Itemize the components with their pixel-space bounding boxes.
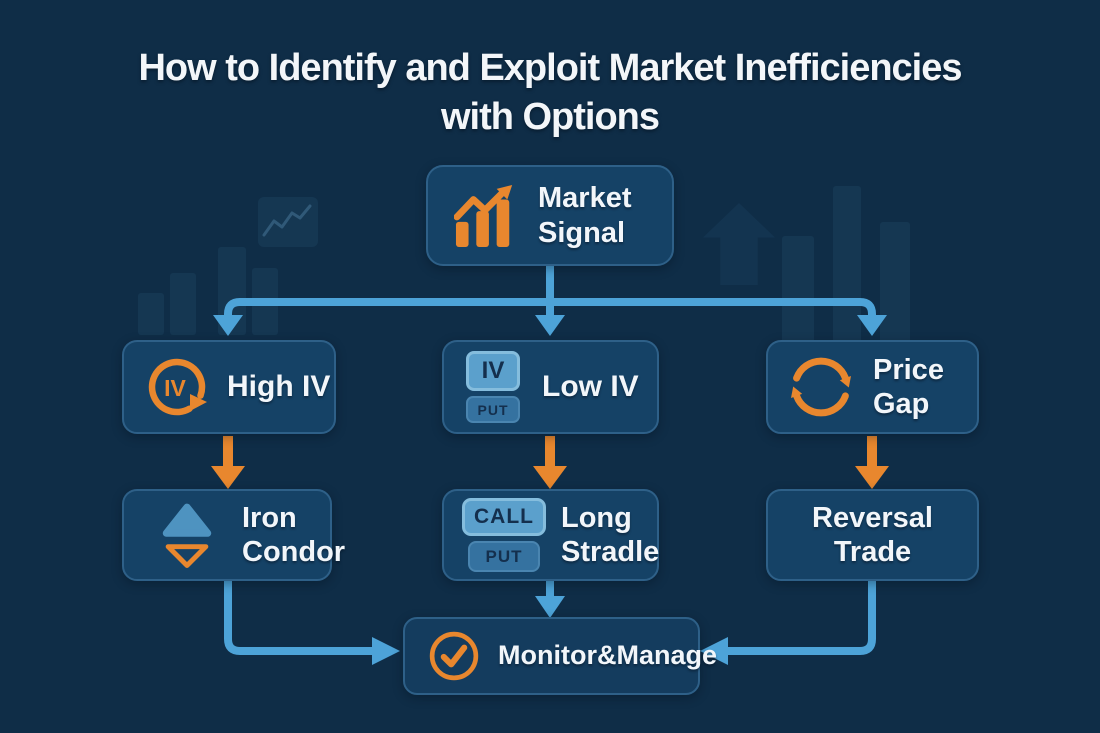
long-straddle-badges: CALL PUT (462, 498, 546, 572)
node-label: Market Signal (538, 182, 632, 249)
background-sparkline-decoration (262, 204, 312, 237)
node-label: Iron Condor (242, 501, 346, 568)
up-down-triangles-icon (158, 500, 216, 570)
cycle-arrows-icon (788, 354, 854, 420)
node-label: Long Stradle (561, 501, 660, 568)
node-monitor-manage: Monitor&Manage (403, 617, 717, 695)
background-bar-decoration (252, 268, 278, 335)
node-label: High IV (227, 370, 331, 404)
edge-market-signal-branches (224, 266, 876, 318)
background-up-arrow-decoration (703, 203, 775, 285)
check-circle-icon (427, 629, 481, 683)
node-label: Price Gap (873, 353, 944, 420)
background-bar-decoration (782, 236, 814, 344)
background-bar-decoration (880, 222, 910, 344)
node-market-signal: Market Signal (426, 165, 674, 266)
orange-arrowheads (211, 466, 889, 489)
background-chart-panel-decoration (258, 197, 318, 247)
node-long-straddle: CALL PUT Long Stradle (442, 489, 659, 581)
background-bar-decoration (138, 293, 164, 335)
background-bar-decoration (218, 247, 246, 335)
iv-icon-text: IV (164, 375, 186, 401)
node-label: Monitor&Manage (498, 640, 717, 671)
put-badge: PUT (468, 541, 540, 572)
iv-circular-arrow-icon: IV (144, 354, 210, 420)
page-title-line-2: with Options (440, 95, 660, 138)
call-badge: CALL (462, 498, 546, 536)
trend-bar-chart-icon (454, 184, 518, 247)
node-low-iv: IV PUT Low IV (442, 340, 659, 434)
background-bar-decoration (833, 186, 861, 344)
edge-condition-to-strategy (223, 436, 877, 468)
page-title: How to Identify and Exploit Market Ineff… (0, 44, 1100, 141)
low-iv-badges: IV PUT (466, 351, 520, 423)
put-badge: PUT (466, 396, 520, 423)
node-iron-condor: Iron Condor (122, 489, 345, 581)
node-price-gap: Price Gap (766, 340, 979, 434)
page-title-line-1: How to Identify and Exploit Market Ineff… (138, 47, 962, 89)
node-label: Low IV (542, 370, 639, 404)
node-high-iv: IV High IV (122, 340, 336, 434)
background-bar-decoration (170, 273, 196, 335)
iv-badge: IV (466, 351, 520, 391)
node-label: Reversal Trade (812, 501, 933, 568)
node-reversal-trade: Reversal Trade (766, 489, 979, 581)
